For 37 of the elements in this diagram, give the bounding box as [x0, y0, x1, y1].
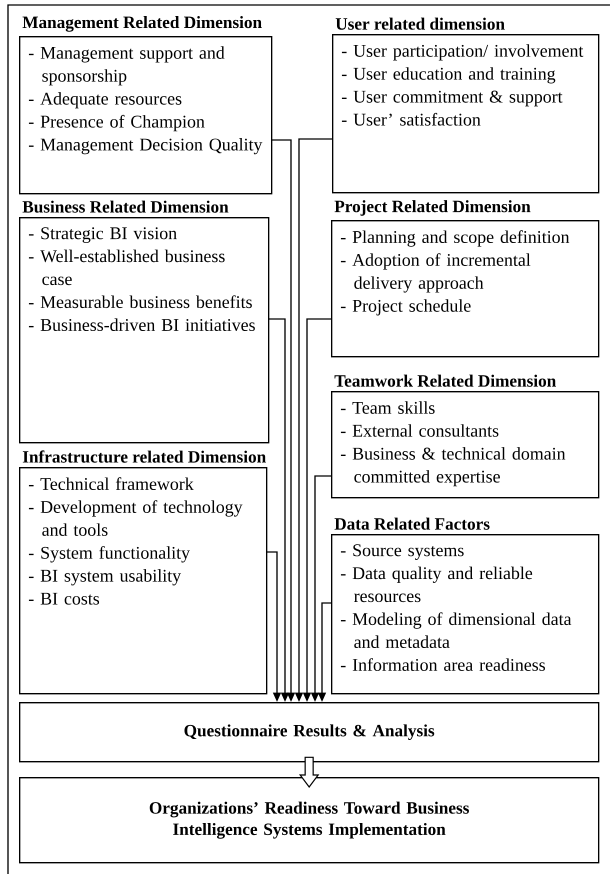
list-item: - Adoption of incremental delivery approach	[340, 253, 530, 293]
list-item: - Management support and sponsorship	[28, 46, 225, 86]
list-item: - Adequate resources	[28, 92, 182, 108]
list-item: - User commitment & support	[342, 90, 562, 106]
list-item: - User education and training	[342, 67, 556, 84]
dimension-heading: Teamwork Related Dimension	[334, 374, 556, 387]
list-item: - User participation/ involvement	[342, 44, 584, 60]
dimension-heading: Infrastructure related Dimension	[22, 450, 266, 463]
list-item: - Business-driven BI initiatives	[28, 318, 255, 331]
list-item: - Measurable business benefits	[28, 295, 252, 308]
dimension-heading: Business Related Dimension	[22, 200, 228, 213]
list-item: - Well-established business case	[28, 250, 225, 286]
list-item: - Business & technical domain committed expertise	[340, 447, 566, 486]
dimension-heading: Data Related Factors	[334, 518, 490, 530]
dimension-heading: Project Related Dimension	[334, 200, 530, 216]
list-item: - Information area readiness	[340, 658, 545, 671]
list-item: - Source systems	[340, 544, 464, 560]
dimension-heading: User related dimension	[336, 18, 505, 30]
list-item: - Technical framework	[28, 477, 194, 490]
list-item: - Planning and scope definition	[340, 230, 570, 247]
list-item: - BI costs	[28, 592, 100, 605]
result-box: Questionnaire Results & Analysis	[19, 702, 600, 762]
list-item: - Development of technology and tools	[28, 500, 243, 536]
list-item: - Strategic BI vision	[28, 227, 177, 243]
list-item: - Modeling of dimensional data and metadata	[340, 612, 572, 648]
list-item: - Presence of Champion	[28, 114, 205, 132]
list-item: - Data quality and reliable resources	[340, 566, 532, 602]
list-item: - System functionality	[28, 546, 190, 562]
list-item: - User’ satisfaction	[342, 112, 481, 126]
list-item: - Management Decision Quality	[28, 138, 262, 154]
list-item: - Team skills	[340, 401, 435, 414]
dimension-heading: Management Related Dimension	[22, 16, 262, 32]
result-box: Organizations’ Readiness Toward Business Intelligence Systems Implementation	[19, 777, 600, 864]
list-item: - BI system usability	[28, 569, 182, 586]
list-item: - External consultants	[340, 424, 498, 437]
block-arrow	[298, 756, 320, 788]
list-item: - Project schedule	[340, 299, 471, 316]
